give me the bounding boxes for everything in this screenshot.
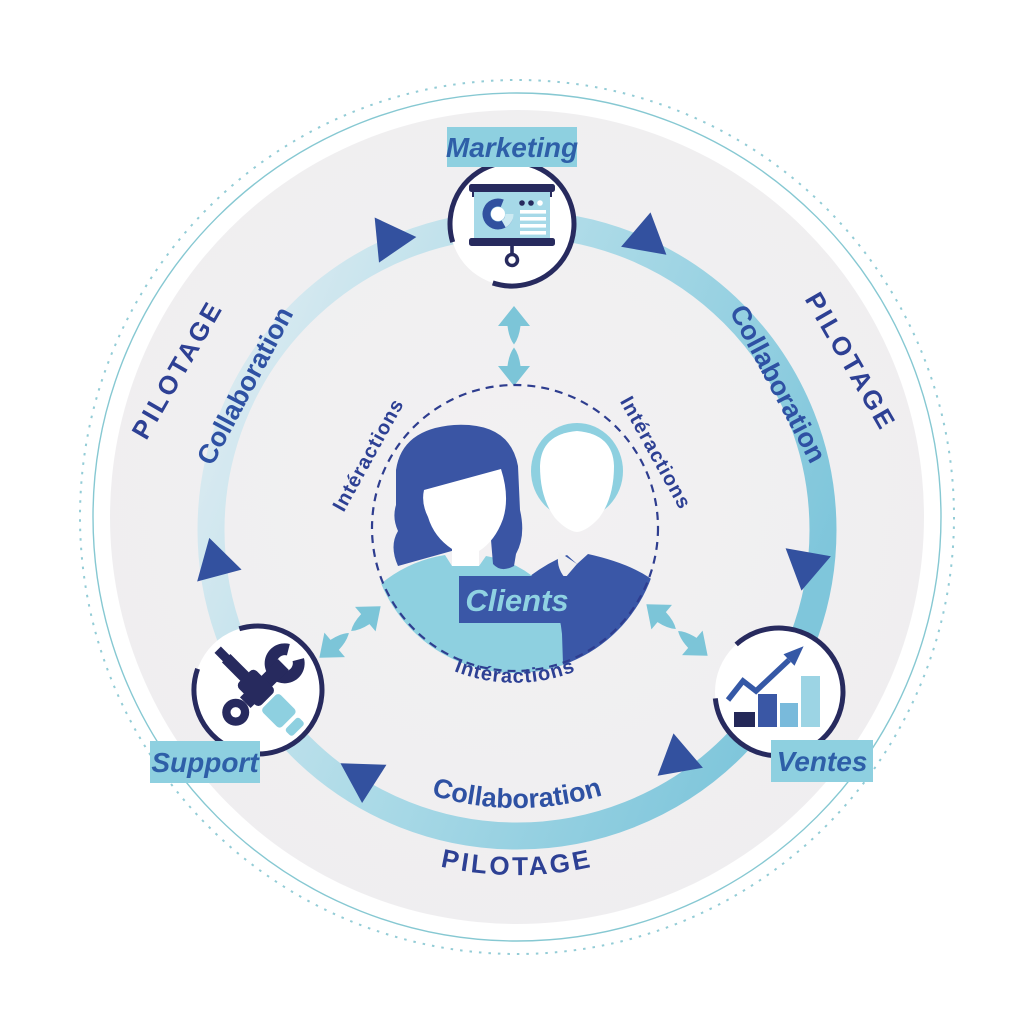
clients-label: Clients [465, 583, 568, 618]
trend-arrowhead-icon [783, 646, 804, 666]
marketing-label: Marketing [446, 132, 578, 163]
flow-triangle-icon [374, 217, 417, 263]
node-support: Support [150, 623, 325, 783]
node-ventes: Ventes [712, 625, 873, 782]
interactions-dashed-circle [370, 383, 660, 673]
ventes-label: Ventes [777, 746, 868, 777]
double-arrow-icon [319, 606, 381, 658]
screwdriver-icon [214, 646, 304, 736]
flow-triangle-icon [657, 733, 703, 776]
outer-solid-circle [92, 92, 942, 942]
tools-icon [214, 643, 305, 736]
interaction-arrows [319, 306, 708, 658]
flow-triangle-icon [621, 212, 667, 255]
presentation-chart-icon [469, 184, 555, 268]
marketing-label-box [447, 127, 577, 167]
collaboration-flow-arrows [197, 212, 831, 803]
ventes-circle-ring [712, 625, 846, 759]
clients-label-box [459, 576, 575, 623]
support-label: Support [151, 747, 260, 778]
flow-triangle-icon [340, 763, 387, 803]
man-face [540, 431, 614, 532]
double-arrow-icon [498, 306, 530, 386]
flow-triangle-icon [785, 548, 831, 591]
support-circle-ring [191, 623, 325, 757]
support-label-box [150, 741, 260, 783]
double-arrow-icon [646, 604, 708, 656]
flow-triangle-icon [197, 537, 242, 582]
sales-growth-chart-icon [725, 646, 820, 727]
outer-dotted-circle [79, 79, 955, 955]
woman-face [423, 469, 507, 566]
man-collar [557, 552, 577, 578]
ventes-label-box [771, 740, 873, 782]
node-marketing: Marketing [446, 127, 578, 289]
